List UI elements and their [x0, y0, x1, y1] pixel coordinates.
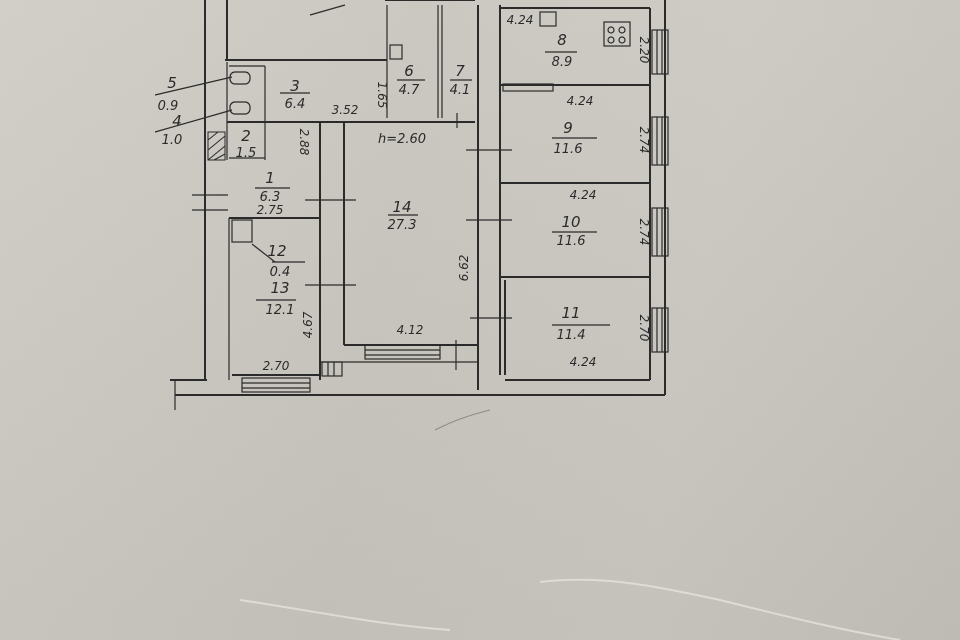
window-icon [321, 361, 343, 377]
room-number: 11 [561, 304, 580, 322]
room-area: 11.4 [557, 328, 586, 343]
room-area: 4.7 [399, 83, 420, 98]
window-icon [651, 307, 669, 353]
leader-line [154, 109, 233, 133]
room-area: 0.4 [270, 265, 291, 280]
dimension: 4.12 [397, 323, 424, 337]
dimension: 4.67 [301, 311, 315, 338]
room-area: 12.1 [266, 303, 295, 318]
dimension: 2.70 [263, 359, 290, 373]
room-area: 1.5 [236, 146, 257, 161]
room-number: 10 [561, 213, 580, 231]
room-number: 12 [267, 242, 286, 260]
radiator-icon [502, 83, 554, 92]
room-area: 1.0 [162, 133, 183, 148]
room-number: 1 [265, 169, 275, 187]
stove-icon [603, 21, 631, 47]
hallway-walls [228, 122, 345, 380]
window-icon [651, 29, 669, 75]
room-number: 13 [270, 279, 289, 297]
room-number: 4 [172, 112, 182, 130]
room-labels: 1 6.3 2.75 2 1.5 3 6.4 2.88 3.52 1.65 4 … [158, 13, 651, 373]
room-area: 11.6 [557, 234, 586, 249]
dimension: 2.20 [637, 37, 651, 64]
window-icon [364, 344, 441, 360]
toilet-icon [229, 71, 251, 85]
windows [241, 29, 669, 393]
dimension: 2.74 [637, 127, 651, 154]
dimension: 2.70 [637, 315, 651, 342]
paper-crease [239, 599, 451, 631]
outer-walls [170, 0, 666, 410]
dimension: 3.52 [332, 103, 359, 117]
top-walls [225, 0, 475, 118]
room-number: 5 [167, 74, 177, 92]
room-number: 8 [557, 31, 567, 49]
dimension: 4.24 [567, 94, 594, 108]
room-area: 0.9 [158, 99, 179, 114]
room-area: 8.9 [552, 55, 573, 70]
dimension: 4.24 [570, 188, 597, 202]
paper-crease [434, 409, 491, 431]
dimension: 4.24 [507, 13, 534, 27]
dimension: 4.24 [570, 355, 597, 369]
room-number: 6 [404, 62, 414, 80]
room-number: 9 [563, 119, 573, 137]
room-area: 27.3 [388, 218, 417, 233]
toilet-icon [229, 101, 251, 115]
room-number: 14 [392, 198, 411, 216]
room-area: 4.1 [450, 83, 471, 98]
dimension: 2.74 [637, 219, 651, 246]
window-icon [241, 377, 311, 393]
bedroom-walls [500, 7, 650, 375]
room-area: 6.4 [285, 97, 306, 112]
door-markers [192, 113, 512, 370]
dimension: 2.88 [297, 129, 311, 156]
room-number: 3 [290, 77, 300, 95]
ceiling-height: h=2.60 [378, 132, 426, 147]
room-number: 7 [455, 62, 465, 80]
leader-line [154, 76, 233, 96]
room-area: 6.3 [260, 190, 281, 205]
paper-crease [539, 578, 901, 640]
room-area: 11.6 [554, 142, 583, 157]
dimension: 1.65 [375, 82, 389, 109]
room-number: 2 [241, 127, 251, 145]
dimension: 2.75 [257, 203, 284, 217]
dimension: 6.62 [457, 255, 471, 282]
window-icon [651, 116, 669, 166]
window-icon [651, 207, 669, 257]
